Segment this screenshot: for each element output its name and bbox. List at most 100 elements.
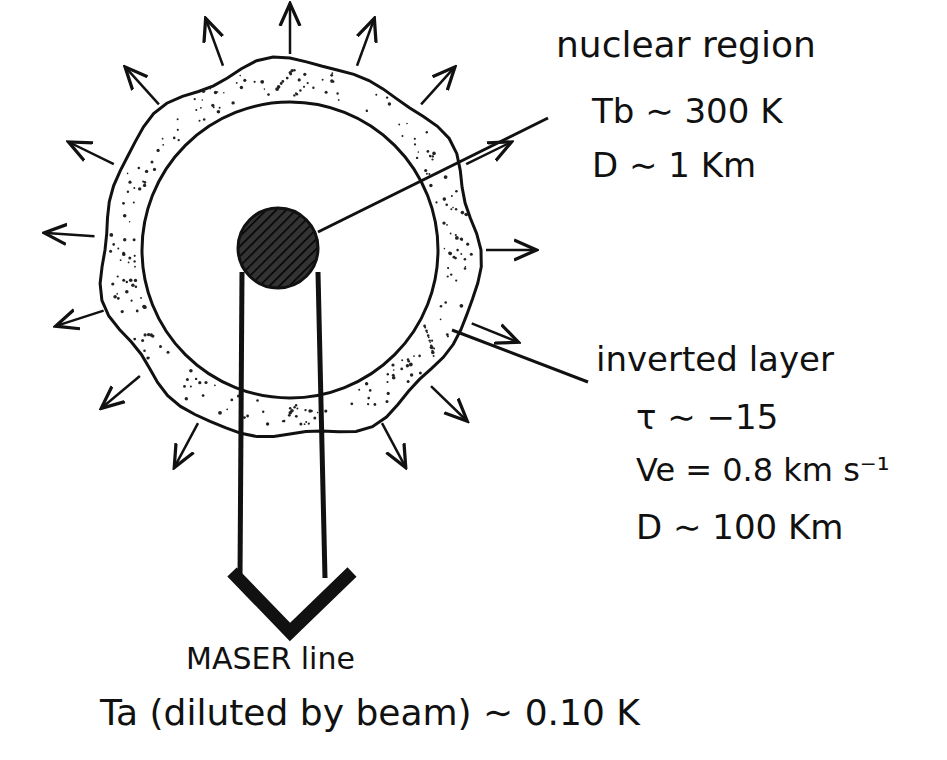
speckle — [435, 201, 437, 203]
speckle — [414, 138, 416, 140]
speckle — [128, 257, 131, 260]
speckle — [445, 203, 448, 206]
speckle — [140, 297, 142, 299]
speckle — [162, 138, 164, 140]
speckle — [147, 333, 150, 336]
speckle — [433, 355, 435, 357]
speckle — [375, 94, 377, 96]
speckle — [426, 173, 428, 175]
speckle — [431, 340, 433, 342]
speckle — [465, 266, 467, 268]
speckle — [367, 403, 369, 405]
speckle — [432, 152, 436, 156]
speckle — [195, 109, 197, 111]
speckle — [304, 409, 306, 411]
text-label: nuclear region — [556, 24, 816, 65]
speckle — [109, 233, 113, 237]
speckle — [391, 363, 394, 366]
speckle — [131, 300, 133, 302]
speckle — [202, 99, 204, 101]
speckle — [123, 238, 126, 241]
speckle — [444, 175, 448, 179]
speckle — [358, 389, 360, 391]
speckle — [122, 252, 125, 255]
speckle — [429, 155, 432, 158]
speckle — [308, 423, 310, 425]
speckle — [427, 150, 430, 153]
speckle — [447, 267, 449, 269]
speckle — [303, 86, 305, 88]
speckle — [289, 411, 293, 415]
speckle — [464, 267, 467, 270]
speckle — [134, 255, 136, 257]
speckle — [262, 411, 264, 413]
maser-beam-arrow — [232, 272, 352, 632]
speckle — [448, 251, 451, 254]
speckle — [218, 411, 222, 415]
speckle — [126, 281, 128, 283]
speckle — [295, 92, 297, 94]
speckle — [460, 304, 464, 308]
speckle — [401, 359, 403, 361]
outer-ring — [100, 57, 481, 437]
speckle — [173, 137, 176, 140]
speckle — [223, 92, 225, 94]
outflow-arrow — [357, 21, 374, 66]
speckle — [293, 94, 295, 96]
speckle — [167, 351, 170, 354]
speckle — [424, 327, 426, 329]
speckle — [429, 339, 431, 341]
speckle — [461, 239, 463, 241]
outflow-arrow — [58, 311, 104, 326]
speckle — [350, 402, 353, 405]
speckle — [387, 373, 389, 375]
speckle — [141, 339, 144, 342]
leader-line — [318, 118, 548, 232]
speckle — [317, 412, 319, 414]
speckle — [330, 79, 334, 83]
speckle — [366, 110, 368, 112]
speckle — [129, 221, 131, 223]
speckle — [410, 373, 413, 376]
outflow-arrow — [207, 21, 224, 66]
speckle — [386, 381, 388, 383]
speckle — [407, 360, 410, 363]
speckle — [277, 85, 281, 89]
speckle — [260, 80, 264, 84]
speckle — [195, 378, 197, 380]
speckle — [461, 211, 465, 215]
outflow-arrows — [47, 6, 534, 465]
speckle — [433, 347, 435, 349]
text-label: D ∼ 100 Km — [636, 508, 843, 547]
speckle — [418, 151, 420, 153]
speckle — [138, 167, 141, 170]
speckle — [470, 253, 473, 256]
speckle — [446, 224, 448, 226]
speckle — [409, 363, 413, 367]
speckle — [138, 187, 141, 190]
speckle — [406, 364, 409, 367]
speckle — [122, 279, 125, 282]
speckle — [338, 99, 340, 101]
speckle — [133, 338, 136, 341]
speckle — [159, 345, 162, 348]
speckle — [240, 86, 243, 89]
speckle — [447, 335, 449, 337]
outflow-arrow — [71, 143, 114, 164]
speckle — [454, 257, 457, 260]
speckle — [127, 173, 129, 175]
speckle — [135, 285, 138, 288]
speckle — [143, 350, 146, 353]
speckle — [428, 336, 430, 338]
speckle — [304, 423, 306, 425]
speckle — [365, 382, 368, 385]
speckle — [136, 310, 139, 313]
speckle — [127, 191, 129, 193]
speckle — [407, 380, 410, 383]
speckle — [281, 80, 284, 83]
speckle — [313, 417, 316, 420]
speckle — [282, 420, 284, 422]
speckle — [243, 79, 246, 82]
speckle — [416, 157, 418, 159]
